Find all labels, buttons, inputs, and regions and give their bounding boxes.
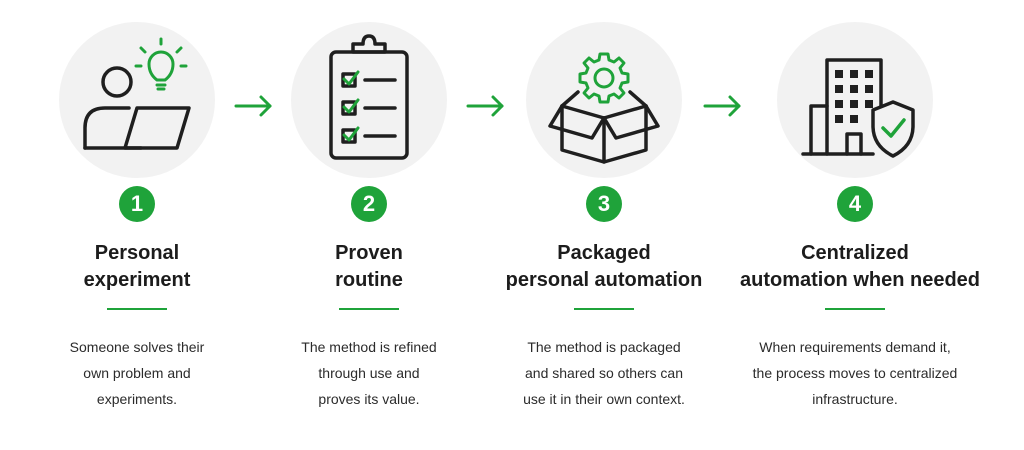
step-2-number-badge: 2: [351, 186, 387, 222]
step-3: 3 Packaged personal automation The metho…: [489, 0, 719, 450]
step-3-icon-circle: [526, 22, 682, 178]
step-3-description: The method is packaged and shared so oth…: [523, 339, 685, 407]
step-2-description: The method is refined through use and pr…: [301, 339, 437, 407]
step-4-number-badge: 4: [837, 186, 873, 222]
step-1-title: Personal experiment: [83, 242, 191, 291]
step-1-divider: [107, 308, 167, 310]
step-4-divider: [825, 308, 885, 310]
step-2-title: Proven routine: [335, 242, 403, 291]
clipboard-checklist-icon: [329, 34, 409, 160]
step-4-icon-circle: [777, 22, 933, 178]
step-2: 2 Proven routine The method is refined t…: [254, 0, 484, 450]
step-3-number-badge: 3: [586, 186, 622, 222]
step-4: 4 Centralized automation when needed Whe…: [740, 0, 981, 450]
step-4-description: When requirements demand it, the process…: [752, 339, 958, 407]
step-3-title: Packaged personal automation: [505, 242, 703, 291]
building-shield-icon: [801, 58, 915, 158]
step-4-title: Centralized automation when needed: [740, 242, 981, 291]
step-2-divider: [339, 308, 399, 310]
step-1-description: Someone solves their own problem and exp…: [69, 339, 205, 407]
arrow-right-icon: [234, 95, 272, 117]
step-1-icon-circle: [59, 22, 215, 178]
box-gear-icon: [548, 52, 660, 164]
step-1-number-badge: 1: [119, 186, 155, 222]
arrow-right-icon: [703, 95, 741, 117]
step-2-icon-circle: [291, 22, 447, 178]
step-3-divider: [574, 308, 634, 310]
arrow-right-icon: [466, 95, 504, 117]
step-1: 1 Personal experiment Someone solves the…: [22, 0, 252, 450]
person-laptop-idea-icon: [83, 37, 191, 150]
